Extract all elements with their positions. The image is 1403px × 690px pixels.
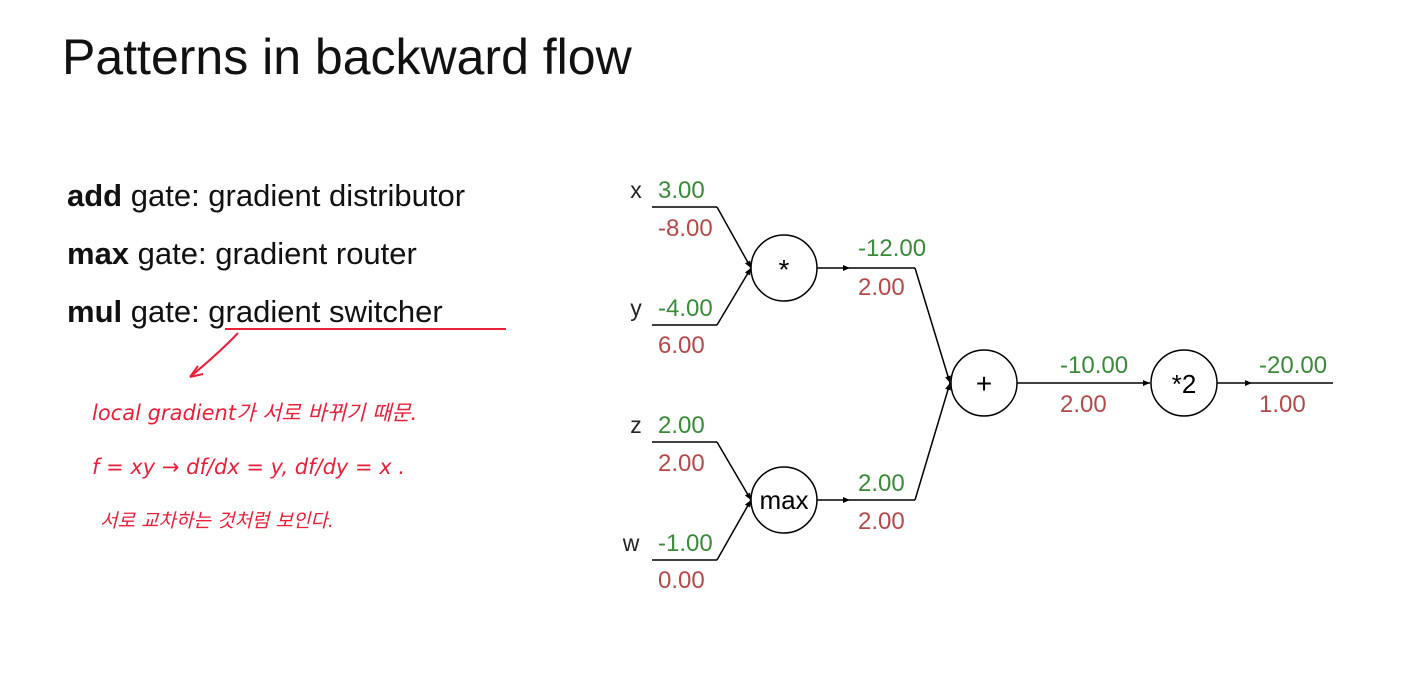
forward-value-z: 2.00 <box>658 412 705 439</box>
gate-scale-label: *2 <box>1172 369 1197 399</box>
gate-add-label: + <box>976 368 992 399</box>
forward-value-x: 3.00 <box>658 177 705 204</box>
grad-value-y: 6.00 <box>658 332 705 359</box>
list-item-max-gate: max gate: gradient router <box>67 236 417 272</box>
gate-max: max <box>750 466 818 534</box>
gate-scale: *2 <box>1150 349 1218 417</box>
grad-value-x: -8.00 <box>658 215 713 242</box>
input-name-z: z <box>630 412 642 438</box>
gate-term: mul <box>67 294 123 329</box>
gate-description: gate: gradient distributor <box>130 178 466 213</box>
list-item-add-gate: add gate: gradient distributor <box>67 178 465 214</box>
grad-value-add-output: 2.00 <box>1060 391 1107 418</box>
input-name-x: x <box>630 177 642 203</box>
input-name-y: y <box>630 295 642 321</box>
grad-value-w: 0.00 <box>658 567 705 594</box>
gate-mul: * <box>750 234 818 302</box>
input-name-w: w <box>622 530 640 556</box>
gate-description: gate: gradient switcher <box>130 294 443 329</box>
edge-y-to-mul <box>716 267 752 326</box>
grad-value-max-output: 2.00 <box>858 508 905 535</box>
grad-value-final-output: 1.00 <box>1259 391 1306 418</box>
forward-value-y: -4.00 <box>658 295 713 322</box>
gate-add: + <box>950 349 1018 417</box>
edge-w-to-max <box>716 499 752 561</box>
forward-value-final-output: -20.00 <box>1259 352 1327 379</box>
list-item-mul-gate: mul gate: gradient switcher <box>67 294 443 330</box>
gate-description: gate: gradient router <box>137 236 417 271</box>
edge-max-to-add <box>914 382 951 501</box>
gate-term: add <box>67 178 123 213</box>
forward-value-w: -1.00 <box>658 530 713 557</box>
slide-title: Patterns in backward flow <box>62 29 632 85</box>
forward-value-mul-output: -12.00 <box>858 235 926 262</box>
forward-value-add-output: -10.00 <box>1060 352 1128 379</box>
grad-value-z: 2.00 <box>658 450 705 477</box>
edge-x-to-mul <box>716 206 752 269</box>
gate-mul-label: * <box>779 254 790 285</box>
forward-value-max-output: 2.00 <box>858 470 905 497</box>
gate-term: max <box>67 236 130 271</box>
edge-z-to-max <box>716 441 752 501</box>
grad-value-mul-output: 2.00 <box>858 274 905 301</box>
edge-mul-to-add <box>914 267 951 384</box>
gate-max-label: max <box>759 485 808 515</box>
